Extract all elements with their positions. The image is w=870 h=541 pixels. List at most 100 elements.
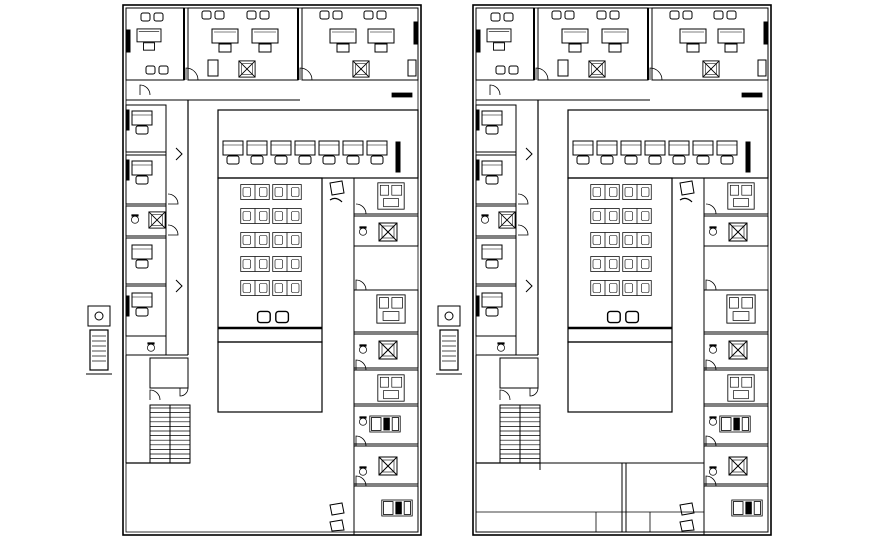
office-desk [561,28,589,53]
cabinet [207,59,219,77]
cubicle-workstation [246,140,268,165]
service-shaft [728,222,748,242]
office-top-right [651,7,769,81]
wc [497,342,505,352]
door-swing [167,224,179,236]
workstation-pod [272,232,302,248]
service-shaft [238,60,256,78]
chairs [669,10,693,20]
wc [359,226,367,236]
door-swing [649,67,663,81]
plant-pot [329,502,345,516]
office-desk [679,28,707,53]
cubicle-desk [481,160,503,185]
left-room [125,237,167,285]
office-desk [486,28,512,51]
cubicle-workstation [620,140,642,165]
cubicle-workstation [222,140,244,165]
wc [359,466,367,476]
equipment-body [439,329,459,371]
chairs [596,10,620,20]
wall-cabinet [125,159,130,181]
chairs [246,10,270,20]
service-shaft [378,340,398,360]
wc [709,416,717,426]
office-top-right [301,7,419,81]
equipment-body [89,329,109,371]
staircase [475,355,541,464]
door-swing [355,435,367,447]
door-marker [175,279,183,293]
workstation-pod [240,280,270,296]
wall-cabinet [125,109,130,131]
plant-pot [329,519,345,532]
office-desk [717,28,745,53]
chairs [363,10,387,20]
wc [481,214,489,224]
cubicle-workstation [716,140,738,165]
door-swing [139,84,151,96]
right-room [703,445,769,485]
door-swing [185,67,199,81]
door-swing [529,387,539,397]
external-equipment [436,305,462,375]
chairs [490,12,514,22]
workstation-pod [590,208,620,224]
service-shaft [728,340,748,360]
door-swing [149,389,161,401]
chairs [140,12,164,22]
equipment-top [437,305,461,327]
cubicle-workstation [668,140,690,165]
equipment-top [87,305,111,327]
door-marker [525,147,533,161]
corridor-sign [741,92,763,98]
cubicle-workstation [596,140,618,165]
outer-wall [472,4,772,536]
right-room [703,333,769,369]
plant [679,197,693,203]
wc [359,416,367,426]
office-furniture [726,294,756,324]
left-room [125,205,167,237]
right-room [703,405,769,445]
corridor-sign [391,92,413,98]
right-room [703,485,769,533]
cubicle-desk [131,292,153,317]
plant-pot [679,502,695,516]
door-swing [179,387,189,397]
service-shaft [378,222,398,242]
wall-cabinet [413,21,419,45]
top-offices [125,7,419,96]
office-desk [367,28,395,53]
workstation-pod [240,256,270,272]
chairs [551,10,575,20]
chairs [319,10,343,20]
left-room [475,237,517,285]
door-swing [355,475,367,487]
hall-zone [475,462,705,533]
right-room [703,369,769,405]
door-swing [355,203,367,215]
workstation-strip [217,109,419,179]
door-swing [489,84,501,96]
office-furniture [727,374,755,402]
door-swing [705,359,717,371]
service-shaft [378,456,398,476]
bed [381,499,413,517]
cubicle-workstation [318,140,340,165]
cabinet [407,59,417,77]
cubicle-workstation [366,140,388,165]
door-swing [355,359,367,371]
workstation-pod [272,280,302,296]
right-room [353,177,419,215]
right-room [353,405,419,445]
wall-cabinet [475,109,480,131]
door-swing [705,279,717,291]
workstation-pod [272,184,302,200]
chairs [256,310,290,324]
service-shaft [588,60,606,78]
left-rooms [125,100,189,356]
service-shaft [498,211,516,229]
